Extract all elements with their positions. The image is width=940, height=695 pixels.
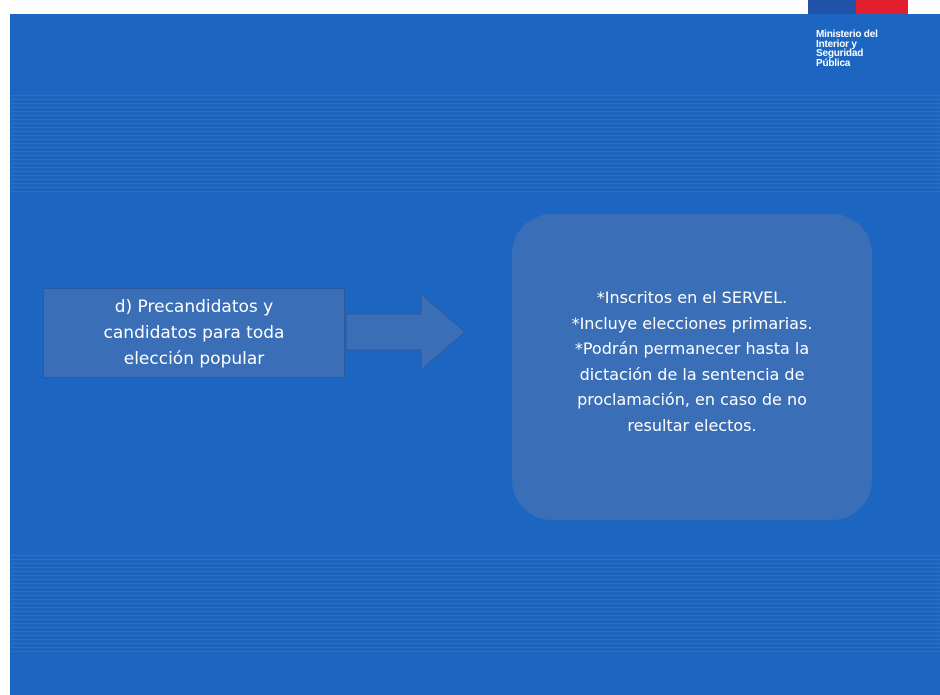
- details-line-6: resultar electos.: [627, 415, 757, 435]
- texture-band-top: [10, 95, 940, 193]
- logo-line-3: Seguridad: [816, 48, 864, 59]
- category-line-2: candidatos para toda: [103, 323, 285, 343]
- details-box: *Inscritos en el SERVEL. *Incluye elecci…: [512, 214, 872, 520]
- details-line-1: *Inscritos en el SERVEL.: [596, 288, 788, 307]
- category-line-1: d) Precandidatos y: [114, 297, 274, 317]
- logo-line-2: Interior y: [816, 38, 857, 50]
- details-text: *Inscritos en el SERVEL. *Incluye elecci…: [522, 285, 862, 438]
- flag-red-stripe: [856, 0, 908, 14]
- details-line-3: *Podrán permanecer hasta la: [574, 339, 810, 358]
- right-arrow-icon: [345, 293, 466, 371]
- logo-line-4: Pública: [816, 57, 851, 69]
- category-line-3: elección popular: [123, 349, 265, 369]
- category-box: d) Precandidatos y candidatos para toda …: [43, 288, 345, 378]
- texture-band-bottom: [10, 555, 940, 655]
- ministry-logo: Ministerio del Interior y Seguridad Públ…: [816, 30, 926, 68]
- logo-line-1: Ministerio del: [816, 29, 878, 40]
- details-line-4: dictación de la sentencia de: [579, 364, 805, 384]
- flag-blue-stripe: [808, 0, 856, 14]
- top-bar: [0, 0, 940, 14]
- details-line-5: proclamación, en caso de no: [577, 390, 807, 409]
- category-text: d) Precandidatos y candidatos para toda …: [69, 294, 319, 372]
- details-line-2: *Incluye elecciones primarias.: [571, 313, 813, 333]
